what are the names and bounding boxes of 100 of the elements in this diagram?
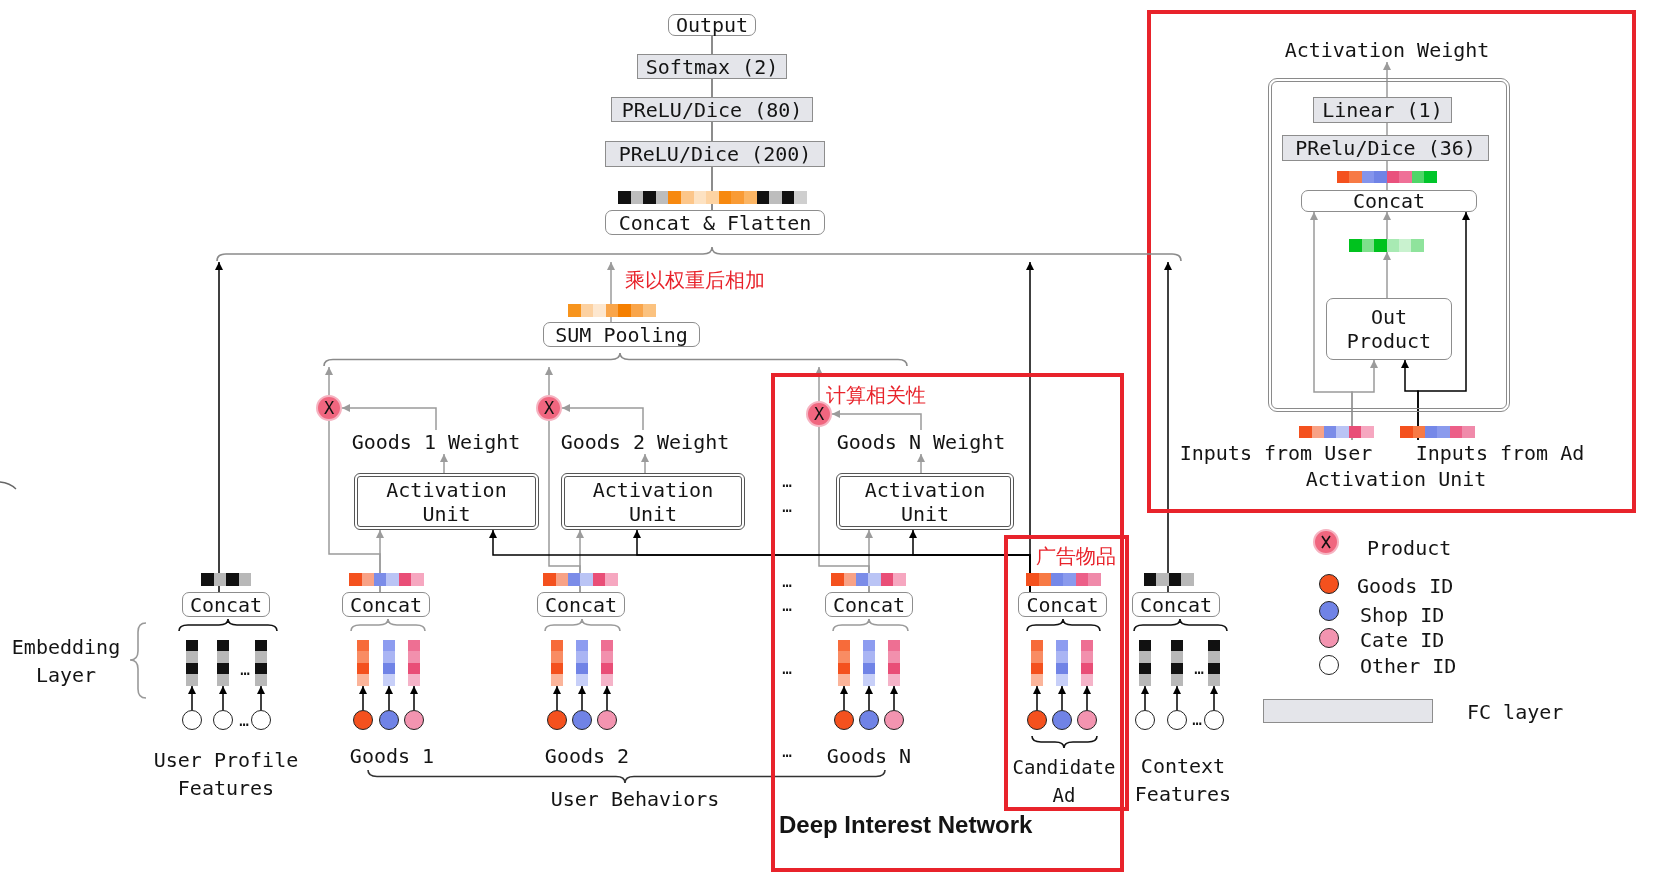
group-label: Goods 2 (543, 743, 631, 766)
embedding-column (1081, 640, 1093, 686)
arrow (840, 685, 848, 711)
arrow (865, 685, 873, 711)
ellipsis: … (238, 713, 250, 729)
arrow (219, 685, 227, 711)
arrow (1383, 251, 1391, 299)
layer-label: Embedding Layer (10, 634, 122, 689)
connector-line (711, 35, 713, 55)
product-vector-bar (1349, 239, 1424, 252)
feature-id-circle (1204, 710, 1224, 730)
embedding-column (838, 640, 850, 686)
arrow (1141, 685, 1149, 711)
feature-id-circle (1027, 710, 1047, 730)
embedding-column (1171, 640, 1183, 686)
arrow (257, 685, 265, 711)
concat-box: Concat (342, 592, 430, 617)
feature-id-circle (884, 710, 904, 730)
activation-unit-box: Activation Unit (561, 473, 745, 530)
concat-box: Concat (182, 592, 270, 617)
product-circle: X (536, 395, 562, 421)
arrow (831, 410, 922, 431)
feature-id-circle (597, 710, 617, 730)
feature-id-circle (1167, 710, 1187, 730)
group-label: Goods N (825, 743, 913, 766)
arrow (215, 261, 223, 593)
embedding-column (186, 640, 198, 686)
legend-label: FC layer (1467, 700, 1565, 724)
ellipsis: … (1193, 661, 1205, 677)
arrow (1083, 685, 1091, 711)
activation-unit-box: Activation Unit (836, 473, 1014, 530)
connector-line (548, 420, 581, 593)
connector-line (818, 426, 870, 593)
ellipsis: … (781, 574, 793, 590)
ellipsis: … (1191, 712, 1203, 728)
arrow (603, 685, 611, 711)
arrow (1033, 685, 1041, 711)
group-label: Candidate Ad (1011, 755, 1117, 808)
annotation-text: 乘以权重后相加 (625, 268, 766, 292)
fc-layer-box: PRelu/Dice (36) (1282, 135, 1489, 161)
legend-label: Cate ID (1360, 628, 1446, 652)
arrow (1310, 211, 1353, 441)
embedding-column (601, 640, 613, 686)
fc-layer-box: Softmax (2) (637, 54, 787, 79)
embedding-column (888, 640, 900, 686)
connector-line (711, 78, 713, 98)
feature-id-circle (1135, 710, 1155, 730)
embedding-column (1208, 640, 1220, 686)
group-label: Context Features (1133, 753, 1233, 808)
activation-unit-box: Activation Unit (354, 473, 539, 530)
arrow (1383, 211, 1391, 240)
out-product-box: Out Product (1326, 298, 1452, 360)
concat-flatten-box: Concat & Flatten (605, 210, 825, 235)
annotation-text: 广告物品 (1036, 544, 1116, 568)
ellipsis: … (781, 499, 793, 515)
connector-line (711, 121, 713, 142)
arrow (1164, 261, 1172, 593)
arrow (188, 685, 196, 711)
feature-id-circle (213, 710, 233, 730)
embedding-column (357, 640, 369, 686)
arrow (385, 685, 393, 711)
fc-layer-box: PReLU/Dice (80) (611, 97, 813, 122)
arrow (917, 453, 925, 474)
arrow (440, 453, 448, 474)
diagram-caption: Deep Interest Network (779, 811, 1034, 839)
pooling-box: SUM Pooling (543, 322, 700, 347)
arrow (815, 366, 823, 402)
output-box: Output (668, 14, 756, 36)
activation-unit-panel (1268, 78, 1510, 412)
feature-id-circle (547, 710, 567, 730)
feature-id-circle (379, 710, 399, 730)
embedding-column (1139, 640, 1151, 686)
embedding-column (255, 640, 267, 686)
concat-box: Concat (1018, 592, 1107, 617)
embedding-column (217, 640, 229, 686)
embedding-column (863, 640, 875, 686)
ellipsis: … (239, 662, 251, 678)
arrow (1417, 211, 1470, 441)
feature-id-circle (859, 710, 879, 730)
feature-id-circle (353, 710, 373, 730)
legend-label: Other ID (1360, 654, 1458, 678)
input-label: Inputs from User (1176, 440, 1376, 466)
fc-layer-box: PReLU/Dice (200) (605, 141, 825, 167)
group-label: User Behaviors (549, 786, 721, 809)
embedding-column (1031, 640, 1043, 686)
input-label: Inputs from Ad (1410, 440, 1590, 466)
arrow (341, 404, 437, 431)
arrow (578, 685, 586, 711)
group-label: Goods 1 (348, 743, 436, 766)
highlight-frame (1147, 10, 1636, 513)
arrow (1173, 685, 1181, 711)
weight-label: Goods 2 Weight (555, 430, 735, 454)
panel-caption: Activation Unit (1304, 467, 1488, 491)
fc-layer-box: Linear (1) (1313, 97, 1452, 123)
concat-box: Concat (825, 592, 913, 617)
embedding-column (551, 640, 563, 686)
arrow (1383, 61, 1391, 98)
concat-box: Concat (1132, 592, 1220, 617)
ellipsis: … (781, 598, 793, 614)
weight-label: Goods N Weight (831, 430, 1011, 454)
